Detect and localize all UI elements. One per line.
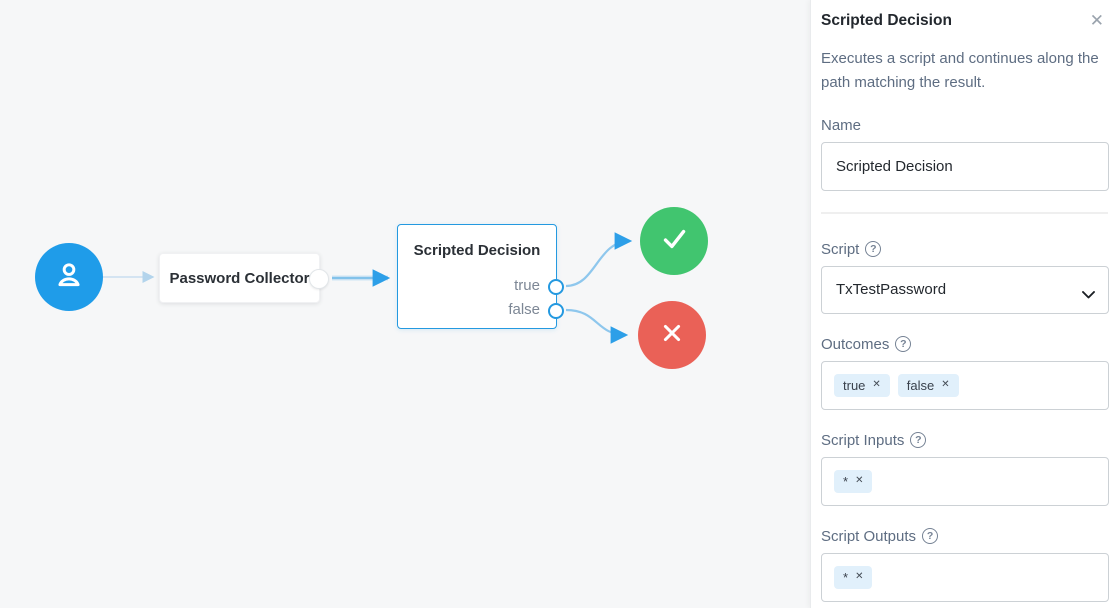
label-text: Script <box>821 240 860 258</box>
panel-title: Scripted Decision <box>821 12 952 29</box>
remove-tag-icon[interactable]: ✕ <box>855 571 864 583</box>
tag-script-output: * ✕ <box>834 565 873 589</box>
chevron-down-icon <box>1082 286 1095 304</box>
script-select[interactable]: TxTestPassword <box>821 265 1109 314</box>
script-field-label: Script ? <box>821 241 1108 258</box>
script-inputs-tag-input[interactable]: * ✕ <box>821 456 1109 506</box>
tag-label: true <box>843 377 866 393</box>
tag-label: * <box>843 473 849 489</box>
help-icon[interactable]: ? <box>922 528 939 545</box>
remove-tag-icon[interactable]: ✕ <box>872 379 881 391</box>
node-description: Executes a script and continues along th… <box>821 50 1099 92</box>
outcome-label-false: false <box>508 301 540 318</box>
name-input[interactable] <box>821 141 1109 191</box>
start-node[interactable] <box>35 243 103 311</box>
remove-tag-icon[interactable]: ✕ <box>855 475 864 487</box>
close-icon[interactable]: ✕ <box>1086 10 1108 31</box>
tag-label: * <box>843 569 849 585</box>
x-icon <box>657 318 687 353</box>
help-icon[interactable]: ? <box>895 336 912 353</box>
output-port-true[interactable] <box>548 279 564 295</box>
flow-canvas[interactable]: Password Collector Scripted Decision tru… <box>0 0 810 608</box>
help-icon[interactable]: ? <box>910 432 927 449</box>
label-text: Outcomes <box>821 335 890 353</box>
script-outputs-tag-input[interactable]: * ✕ <box>821 552 1109 602</box>
script-outputs-field-label: Script Outputs ? <box>821 528 1108 545</box>
help-icon[interactable]: ? <box>865 241 882 258</box>
tag-label: false <box>906 377 935 393</box>
tag-script-input: * ✕ <box>834 469 873 493</box>
node-title: Password Collector <box>169 269 310 287</box>
outcome-label-true: true <box>514 277 540 294</box>
tag-outcome-false: false ✕ <box>897 373 959 397</box>
label-text: Script Inputs <box>821 431 905 449</box>
output-port-false[interactable] <box>548 303 564 319</box>
node-properties-panel: Scripted Decision ✕ Executes a script an… <box>810 0 1118 608</box>
panel-header: Scripted Decision ✕ <box>821 10 1108 31</box>
failure-node[interactable] <box>638 301 706 369</box>
node-password-collector[interactable]: Password Collector <box>159 253 329 303</box>
name-field-label: Name <box>821 117 1108 134</box>
user-icon <box>52 258 86 297</box>
output-port[interactable] <box>309 269 329 289</box>
node-title: Scripted Decision <box>413 242 541 259</box>
outcomes-tag-input[interactable]: true ✕ false ✕ <box>821 360 1109 410</box>
tag-outcome-true: true ✕ <box>834 373 890 397</box>
node-scripted-decision[interactable]: Scripted Decision true false <box>397 224 564 329</box>
label-text: Name <box>821 116 862 134</box>
script-inputs-field-label: Script Inputs ? <box>821 432 1108 449</box>
script-select-value: TxTestPassword <box>836 281 947 299</box>
label-text: Script Outputs <box>821 527 917 545</box>
success-node[interactable] <box>640 207 708 275</box>
check-icon <box>657 222 691 261</box>
outcomes-field-label: Outcomes ? <box>821 336 1108 353</box>
section-divider <box>821 211 1108 214</box>
remove-tag-icon[interactable]: ✕ <box>941 379 950 391</box>
